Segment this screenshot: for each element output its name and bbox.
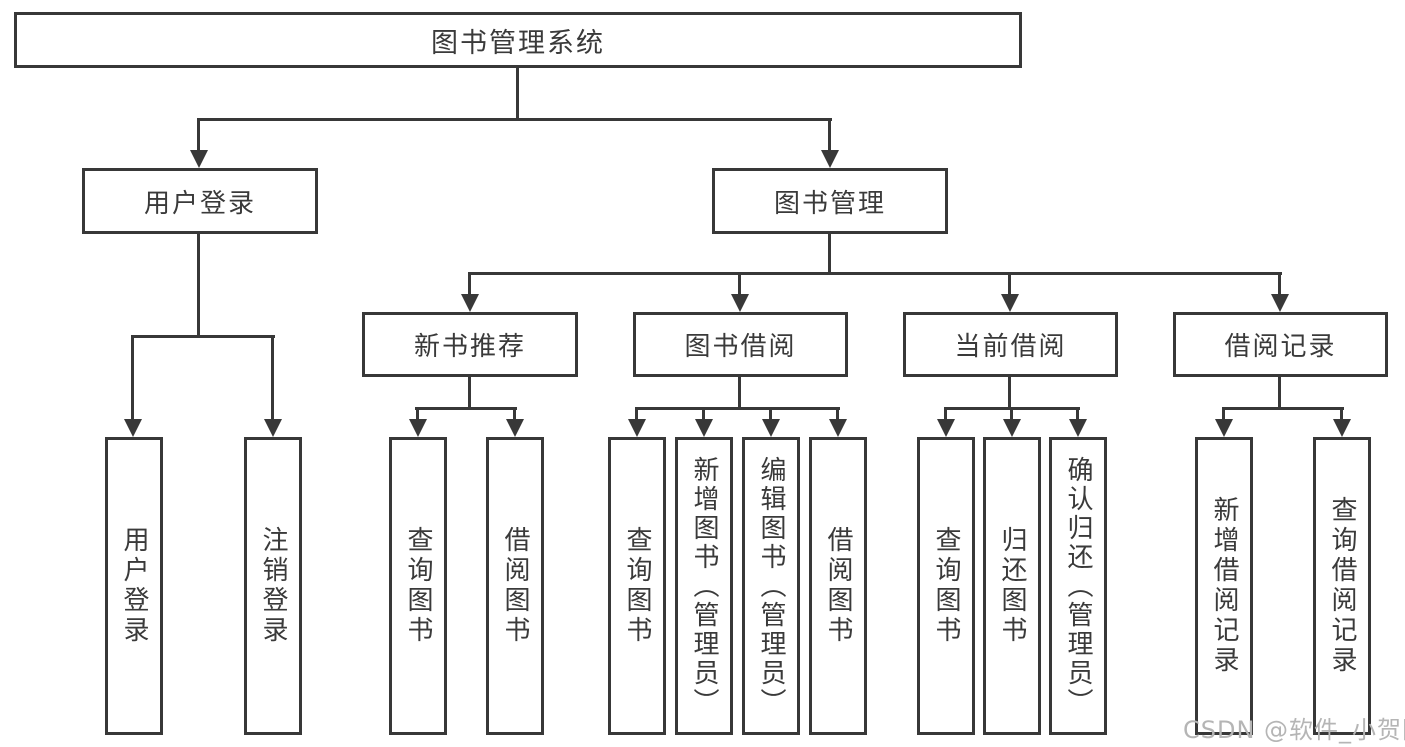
connector-leaf-stem: [1010, 407, 1013, 421]
leaf-user-login: 用户登录: [105, 437, 163, 735]
arrowhead-user-login: [190, 150, 208, 168]
arrowhead-new-book: [461, 294, 479, 312]
node-new-book-recommend: 新书推荐: [362, 312, 578, 377]
connector-leaf-stem: [635, 407, 638, 421]
connector-new-book-rail: [415, 407, 517, 410]
connector-root-stem: [516, 68, 519, 118]
leaf-add-book-admin: 新增图书（管理员）: [675, 437, 733, 735]
connector-user-login-rail: [131, 335, 275, 338]
arrowhead-book-management: [821, 150, 839, 168]
arrowhead-borrow-records: [1271, 294, 1289, 312]
connector-leaf-stem: [944, 407, 947, 421]
leaf-query-books-current: 查询图书: [917, 437, 975, 735]
node-root: 图书管理系统: [14, 12, 1022, 68]
arrowhead-current-borrow: [1001, 294, 1019, 312]
leaf-confirm-return-admin: 确认归还（管理员）: [1049, 437, 1107, 735]
arrowhead-leaf-user-login: [124, 419, 142, 437]
leaf-logout: 注销登录: [244, 437, 302, 735]
connector-leaf-user-login-stem: [131, 335, 134, 421]
node-user-login: 用户登录: [82, 168, 318, 234]
leaf-query-books-recommend: 查询图书: [389, 437, 447, 735]
arrowhead-leaf: [1215, 419, 1233, 437]
connector-leaf-logout-stem: [271, 335, 274, 421]
arrowhead-leaf: [506, 419, 524, 437]
leaf-borrow-books-borrow: 借阅图书: [809, 437, 867, 735]
connector-new-book-down: [468, 377, 471, 410]
connector-current-borrow-down: [1008, 377, 1011, 410]
connector-current-borrow-stem: [1008, 272, 1011, 297]
connector-borrow-records-stem: [1278, 272, 1281, 297]
connector-book-borrow-rail: [635, 407, 840, 410]
leaf-query-borrow-record: 查询借阅记录: [1313, 437, 1371, 735]
node-current-borrow: 当前借阅: [903, 312, 1118, 377]
arrowhead-leaf: [695, 419, 713, 437]
leaf-return-book: 归还图书: [983, 437, 1041, 735]
node-borrow-records: 借阅记录: [1173, 312, 1388, 377]
leaf-query-books-borrow: 查询图书: [608, 437, 666, 735]
connector-book-borrow-down: [738, 377, 741, 410]
arrowhead-leaf: [1069, 419, 1087, 437]
connector-new-book-stem: [468, 272, 471, 297]
connector-level3-rail: [468, 272, 1282, 275]
connector-leaf-stem: [702, 407, 705, 421]
arrowhead-leaf: [937, 419, 955, 437]
connector-user-login-down: [197, 234, 200, 336]
connector-borrow-records-down: [1278, 377, 1281, 410]
node-book-borrow: 图书借阅: [633, 312, 848, 377]
connector-book-borrow-stem: [738, 272, 741, 297]
arrowhead-leaf: [1333, 419, 1351, 437]
arrowhead-book-borrow: [731, 294, 749, 312]
leaf-borrow-books-recommend: 借阅图书: [486, 437, 544, 735]
arrowhead-leaf: [829, 419, 847, 437]
connector-leaf-stem: [513, 407, 516, 421]
leaf-add-borrow-record: 新增借阅记录: [1195, 437, 1253, 735]
connector-leaf-stem: [1222, 407, 1225, 421]
connector-level2-rail: [197, 118, 832, 121]
connector-book-management-down: [828, 234, 831, 275]
connector-leaf-stem: [1076, 407, 1079, 421]
leaf-edit-book-admin: 编辑图书（管理员）: [742, 437, 800, 735]
connector-leaf-stem: [416, 407, 419, 421]
connector-leaf-stem: [1340, 407, 1343, 421]
connector-leaf-stem: [836, 407, 839, 421]
connector-user-login-stem: [197, 118, 200, 151]
connector-borrow-records-rail: [1222, 407, 1344, 410]
arrowhead-leaf: [409, 419, 427, 437]
arrowhead-leaf: [762, 419, 780, 437]
connector-book-management-stem: [828, 118, 831, 151]
arrowhead-leaf: [1003, 419, 1021, 437]
node-book-management: 图书管理: [712, 168, 948, 234]
connector-leaf-stem: [769, 407, 772, 421]
watermark: CSDN @软件_小贺同学: [1183, 716, 1405, 744]
arrowhead-leaf-logout: [264, 419, 282, 437]
arrowhead-leaf: [628, 419, 646, 437]
